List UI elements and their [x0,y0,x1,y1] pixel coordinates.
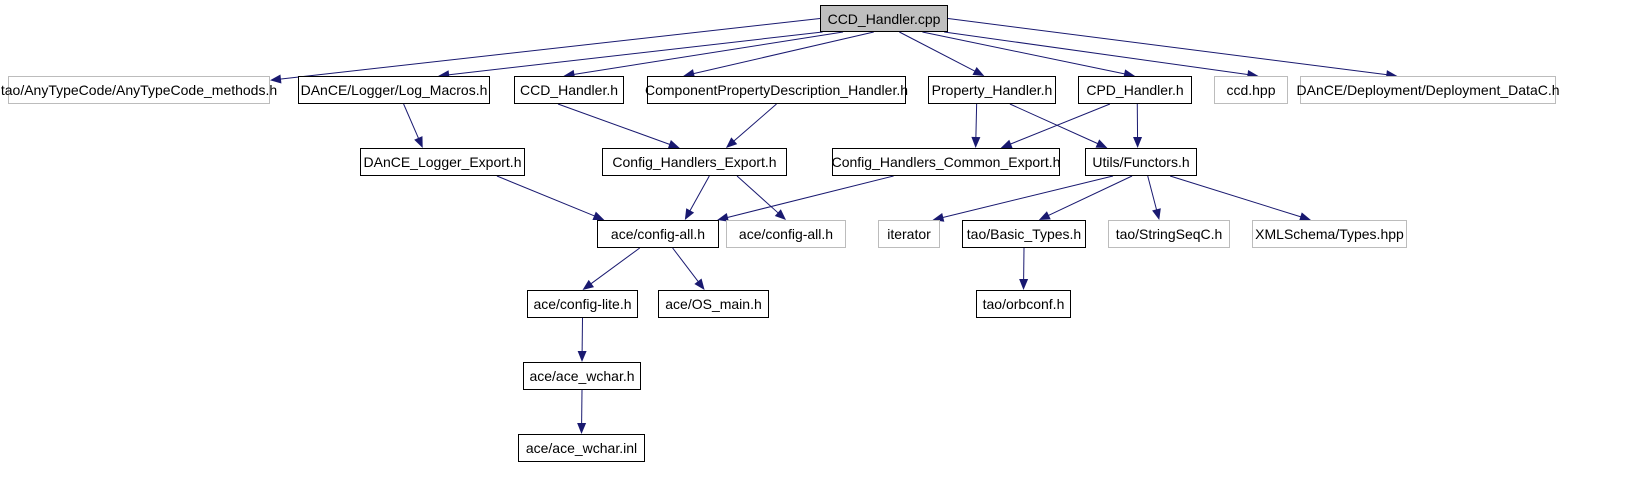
graph-node-anytypecode: tao/AnyTypeCode/AnyTypeCode_methods.h [1,76,277,104]
edge-ccd_cpp-to-deployment [947,18,1398,80]
edge-logger_export-to-configall [496,175,605,220]
edge-functors-to-basic_types [1038,175,1133,220]
graph-node-configall2: ace/config-all.h [726,220,846,248]
edge-cpd_h-to-common_export [1000,103,1111,149]
edge-ccd_cpp-to-ccd_hpp [944,31,1259,79]
graph-node-configall[interactable]: ace/config-all.h [597,220,719,248]
edge-config_export-to-configall [684,175,710,220]
edge-property_h-to-functors [1009,103,1108,148]
edge-functors-to-stringseq [1147,175,1161,220]
graph-node-stringseq: tao/StringSeqC.h [1108,220,1230,248]
edge-config_lite-to-ace_wchar_h [577,317,587,362]
graph-node-orbconf[interactable]: tao/orbconf.h [976,290,1071,318]
edge-cpd_h-to-functors [1133,103,1143,148]
graph-node-cpd-desc[interactable]: ComponentPropertyDescription_Handler.h [645,76,908,104]
edge-ccd_h-to-config_export [557,103,680,149]
graph-node-ace-wchar-h[interactable]: ace/ace_wchar.h [523,362,641,390]
graph-node-log-macros[interactable]: DAnCE/Logger/Log_Macros.h [298,76,490,104]
edge-ccd_cpp-to-cpd_h [922,31,1135,79]
edge-ace_wchar_h-to-ace_wchar_inl [577,389,587,434]
graph-node-ccd-hpp: ccd.hpp [1214,76,1288,104]
graph-node-functors[interactable]: Utils/Functors.h [1085,148,1197,176]
graph-node-ccd-cpp[interactable]: CCD_Handler.cpp [820,5,948,32]
graph-node-logger-export[interactable]: DAnCE_Logger_Export.h [360,148,525,176]
edge-cpd_desc-to-config_export [725,103,777,148]
edge-configall-to-os_main [672,247,705,290]
edge-basic_types-to-orbconf [1019,247,1029,290]
graph-node-ccd-h[interactable]: CCD_Handler.h [514,76,624,104]
edge-functors-to-xmlschema [1169,175,1311,222]
edge-property_h-to-common_export [971,103,981,148]
graph-node-property-h[interactable]: Property_Handler.h [928,76,1056,104]
edge-config_export-to-configall2 [736,175,786,220]
edge-log_macros-to-logger_export [403,103,423,148]
graph-node-xmlschema: XMLSchema/Types.hpp [1252,220,1407,248]
edge-ccd_cpp-to-property_h [899,31,985,76]
edge-configall-to-config_lite [582,247,640,290]
edge-ccd_cpp-to-cpd_desc [683,31,874,78]
graph-node-common-export[interactable]: Config_Handlers_Common_Export.h [832,148,1060,176]
edge-common_export-to-configall [717,175,894,222]
edge-functors-to-iterator [932,175,1114,222]
graph-node-config-lite[interactable]: ace/config-lite.h [527,290,638,318]
edge-ccd_cpp-to-ccd_h [563,31,844,79]
edge-ccd_cpp-to-anytypecode [270,18,821,84]
graph-node-basic-types[interactable]: tao/Basic_Types.h [962,220,1086,248]
graph-node-os-main[interactable]: ace/OS_main.h [658,290,769,318]
graph-node-iterator: iterator [878,220,940,248]
edge-ccd_cpp-to-log_macros [438,31,823,80]
graph-node-ace-wchar-inl[interactable]: ace/ace_wchar.inl [518,434,645,462]
graph-node-config-export[interactable]: Config_Handlers_Export.h [602,148,787,176]
graph-node-cpd-h[interactable]: CPD_Handler.h [1078,76,1192,104]
graph-node-deployment: DAnCE/Deployment/Deployment_DataC.h [1297,76,1560,104]
